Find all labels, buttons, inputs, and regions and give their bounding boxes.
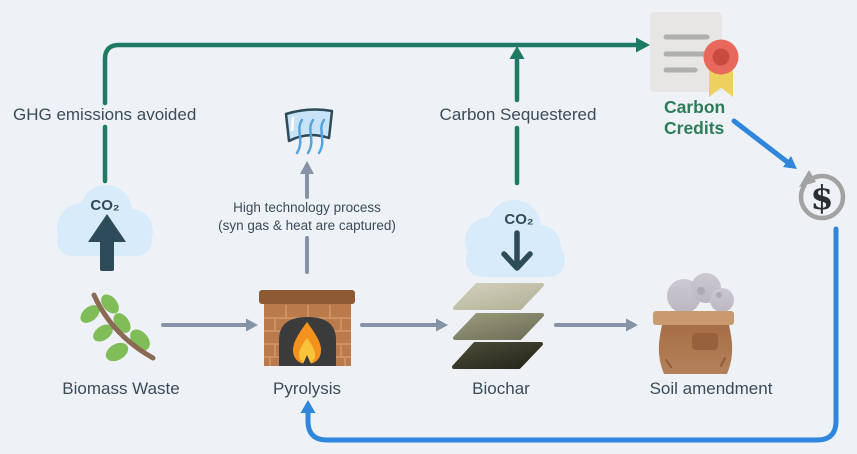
flow-arrow-biomass-to-pyrolysis <box>161 318 258 332</box>
ghg-avoided-label: GHG emissions avoided <box>13 105 197 124</box>
soil-sack-icon <box>653 273 734 374</box>
branch-leaves-icon <box>80 292 156 362</box>
node-label-biomass: Biomass Waste <box>62 379 180 398</box>
flow-arrow-pyrolysis-to-biochar <box>360 318 448 332</box>
carbon-credits-line2: Credits <box>664 118 725 138</box>
high-tech-line1: High technology process <box>233 200 381 215</box>
biochar-layers-icon <box>452 283 544 369</box>
carbon-credits-label: Carbon Credits <box>664 97 725 139</box>
flow-arrow-biochar-to-soil <box>554 318 638 332</box>
high-tech-line2: (syn gas & heat are captured) <box>218 217 396 233</box>
node-label-soil: Soil amendment <box>649 379 773 398</box>
flow-arrow-pyrolysis-to-heat <box>300 161 314 274</box>
credits-to-revenue-arrow <box>731 118 797 169</box>
high-tech-label: High technology process (syn gas & heat … <box>218 199 396 234</box>
cycle-arrowhead-icon <box>799 170 816 187</box>
co2-sequestered-cloud-icon <box>465 200 565 277</box>
ghg-avoided-to-credits-path <box>102 37 650 184</box>
certificate-icon <box>650 12 739 97</box>
up-arrow-icon <box>88 214 126 271</box>
carbon-sequestered-arrow <box>509 46 525 186</box>
heat-capture-icon <box>284 108 334 155</box>
co2-sequestered-label: CO₂ <box>504 211 534 228</box>
dollar-cycle-icon: $ <box>798 170 846 221</box>
dollar-sign: $ <box>811 178 834 217</box>
co2-avoided-label: CO₂ <box>90 197 120 214</box>
node-label-pyrolysis: Pyrolysis <box>272 379 342 398</box>
co2-avoided-cloud-icon <box>57 185 153 271</box>
fireplace-icon <box>259 290 355 366</box>
carbon-credits-line1: Carbon <box>664 97 726 117</box>
carbon-sequestered-label: Carbon Sequestered <box>439 105 597 124</box>
node-label-biochar: Biochar <box>472 379 530 398</box>
revenue-loop-path <box>300 226 839 443</box>
down-arrow-icon <box>501 230 533 271</box>
